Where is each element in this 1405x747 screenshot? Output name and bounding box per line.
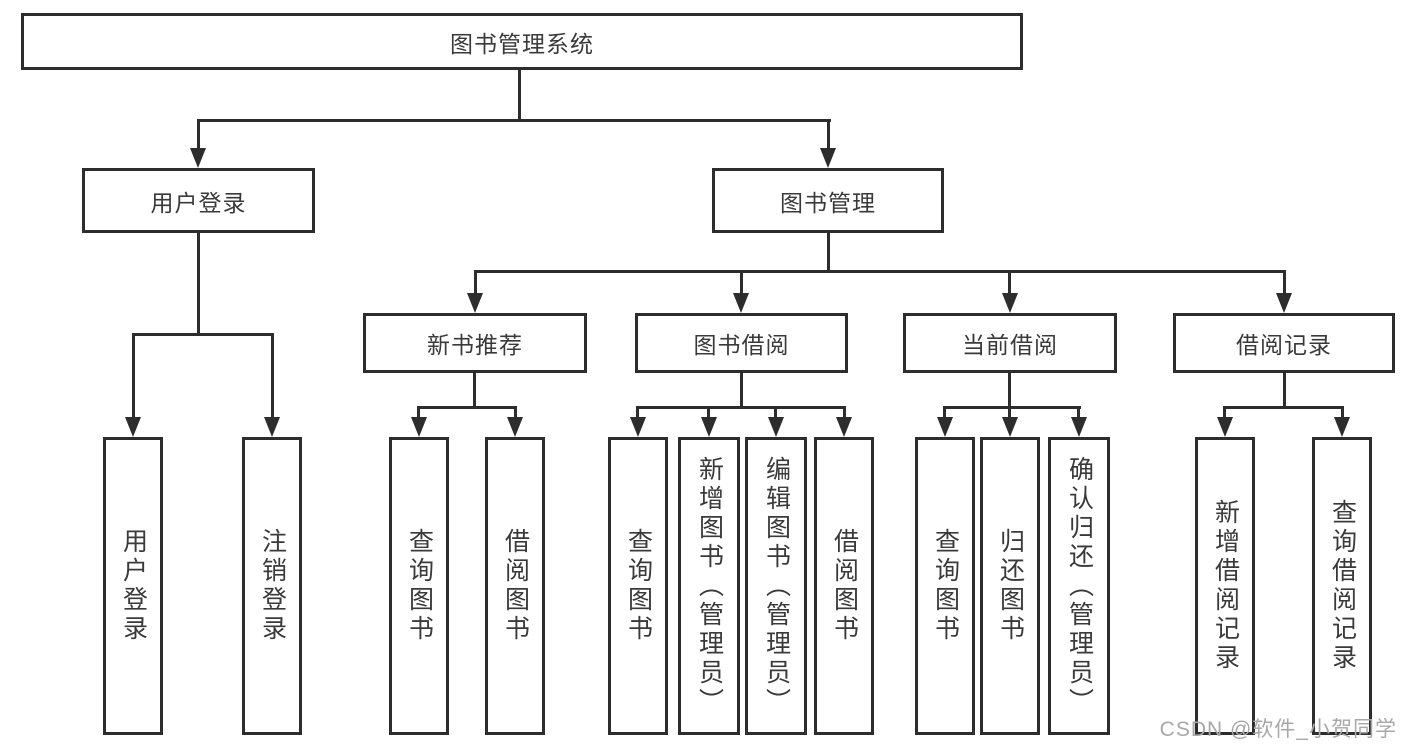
node-new-book-recommend: 新书推荐: [363, 313, 587, 373]
node-book-borrow: 图书借阅: [635, 313, 848, 373]
leaf-borrow-add-admin: 新增图书（管理员）: [678, 437, 740, 735]
edge-line: [197, 119, 200, 152]
edge-line: [474, 270, 1286, 273]
edge-line: [132, 333, 135, 419]
edge-line: [943, 406, 946, 419]
node-root-label: 图书管理系统: [450, 30, 594, 57]
edge-line: [1283, 373, 1286, 408]
leaf-record-add: 新增借阅记录: [1195, 437, 1255, 735]
edge-line: [417, 406, 420, 419]
leaf-borrow-book: 借阅图书: [814, 437, 874, 735]
leaf-current-confirm-admin: 确认归还（管理员）: [1048, 437, 1110, 735]
node-book-management: 图书管理: [712, 168, 944, 233]
edge-arrow-down: [190, 148, 206, 168]
leaf-record-query: 查询借阅记录: [1312, 437, 1372, 735]
edge-arrow-down: [937, 417, 953, 437]
edge-arrow-down: [1217, 417, 1233, 437]
node-user-login-label: 用户登录: [150, 189, 247, 216]
leaf-logout: 注销登录: [242, 437, 302, 735]
leaf-current-return: 归还图书: [980, 437, 1040, 735]
edge-arrow-down: [467, 293, 483, 313]
edge-line: [417, 406, 517, 409]
edge-arrow-down: [1334, 417, 1350, 437]
edge-line: [197, 233, 200, 335]
leaf-current-query: 查询图书: [915, 437, 975, 735]
edge-line: [740, 270, 743, 295]
edge-arrow-down: [733, 293, 749, 313]
leaf-current-query-label: 查询图书: [931, 528, 960, 644]
leaf-newbook-borrow-label: 借阅图书: [501, 528, 530, 644]
edge-line: [197, 119, 831, 122]
edge-line: [1008, 373, 1011, 408]
edge-line: [474, 270, 477, 295]
leaf-record-add-label: 新增借阅记录: [1211, 499, 1240, 673]
edge-arrow-down: [507, 417, 523, 437]
edge-arrow-down: [411, 417, 427, 437]
edge-arrow-down: [630, 417, 646, 437]
leaf-newbook-query-label: 查询图书: [405, 528, 434, 644]
node-book-management-label: 图书管理: [780, 189, 876, 216]
node-new-book-recommend-label: 新书推荐: [427, 332, 523, 358]
leaf-newbook-query: 查询图书: [389, 437, 449, 735]
leaf-borrow-query: 查询图书: [608, 437, 668, 735]
leaf-borrow-book-label: 借阅图书: [830, 528, 859, 644]
edge-arrow-down: [1276, 293, 1292, 313]
edge-arrow-down: [1002, 293, 1018, 313]
edge-line: [1283, 270, 1286, 295]
leaf-current-return-label: 归还图书: [996, 528, 1025, 644]
edge-arrow-down: [125, 417, 141, 437]
edge-line: [636, 406, 639, 419]
edge-line: [473, 373, 476, 408]
edge-line: [774, 406, 777, 419]
edge-line: [1008, 270, 1011, 295]
edge-arrow-down: [264, 417, 280, 437]
leaf-record-query-label: 查询借阅记录: [1328, 499, 1357, 673]
edge-line: [740, 373, 743, 408]
leaf-user-login: 用户登录: [103, 437, 163, 735]
node-borrow-records-label: 借阅记录: [1236, 332, 1332, 358]
edge-line: [1223, 406, 1226, 419]
leaf-borrow-query-label: 查询图书: [624, 528, 653, 644]
node-current-borrow-label: 当前借阅: [962, 332, 1058, 358]
edge-arrow-down: [701, 417, 717, 437]
edge-line: [827, 233, 830, 273]
leaf-borrow-edit-admin-label: 编辑图书（管理员）: [762, 455, 791, 717]
edge-line: [707, 406, 710, 419]
edge-line: [1008, 406, 1011, 419]
leaf-borrow-add-admin-label: 新增图书（管理员）: [695, 455, 724, 717]
edge-line: [132, 333, 274, 336]
edge-line: [514, 406, 517, 419]
edge-line: [1223, 406, 1344, 409]
leaf-logout-label: 注销登录: [258, 528, 287, 644]
edge-line: [1077, 406, 1080, 419]
node-book-borrow-label: 图书借阅: [693, 332, 790, 358]
edge-line: [636, 406, 846, 409]
leaf-borrow-edit-admin: 编辑图书（管理员）: [745, 437, 807, 735]
edge-line: [843, 406, 846, 419]
node-current-borrow: 当前借阅: [903, 313, 1117, 373]
edge-arrow-down: [1071, 417, 1087, 437]
edge-line: [827, 119, 830, 152]
edge-line: [271, 333, 274, 419]
edge-arrow-down: [836, 417, 852, 437]
edge-arrow-down: [768, 417, 784, 437]
edge-arrow-down: [820, 148, 836, 168]
edge-line: [518, 70, 521, 121]
node-root: 图书管理系统: [21, 13, 1023, 70]
node-user-login: 用户登录: [82, 168, 315, 233]
edge-arrow-down: [1002, 417, 1018, 437]
leaf-user-login-label: 用户登录: [119, 528, 148, 644]
leaf-newbook-borrow: 借阅图书: [485, 437, 545, 735]
edge-line: [943, 406, 1081, 409]
node-borrow-records: 借阅记录: [1173, 313, 1395, 373]
leaf-current-confirm-admin-label: 确认归还（管理员）: [1065, 455, 1094, 717]
watermark-text: CSDN @软件_小贺同学: [1159, 718, 1397, 741]
edge-line: [1341, 406, 1344, 419]
